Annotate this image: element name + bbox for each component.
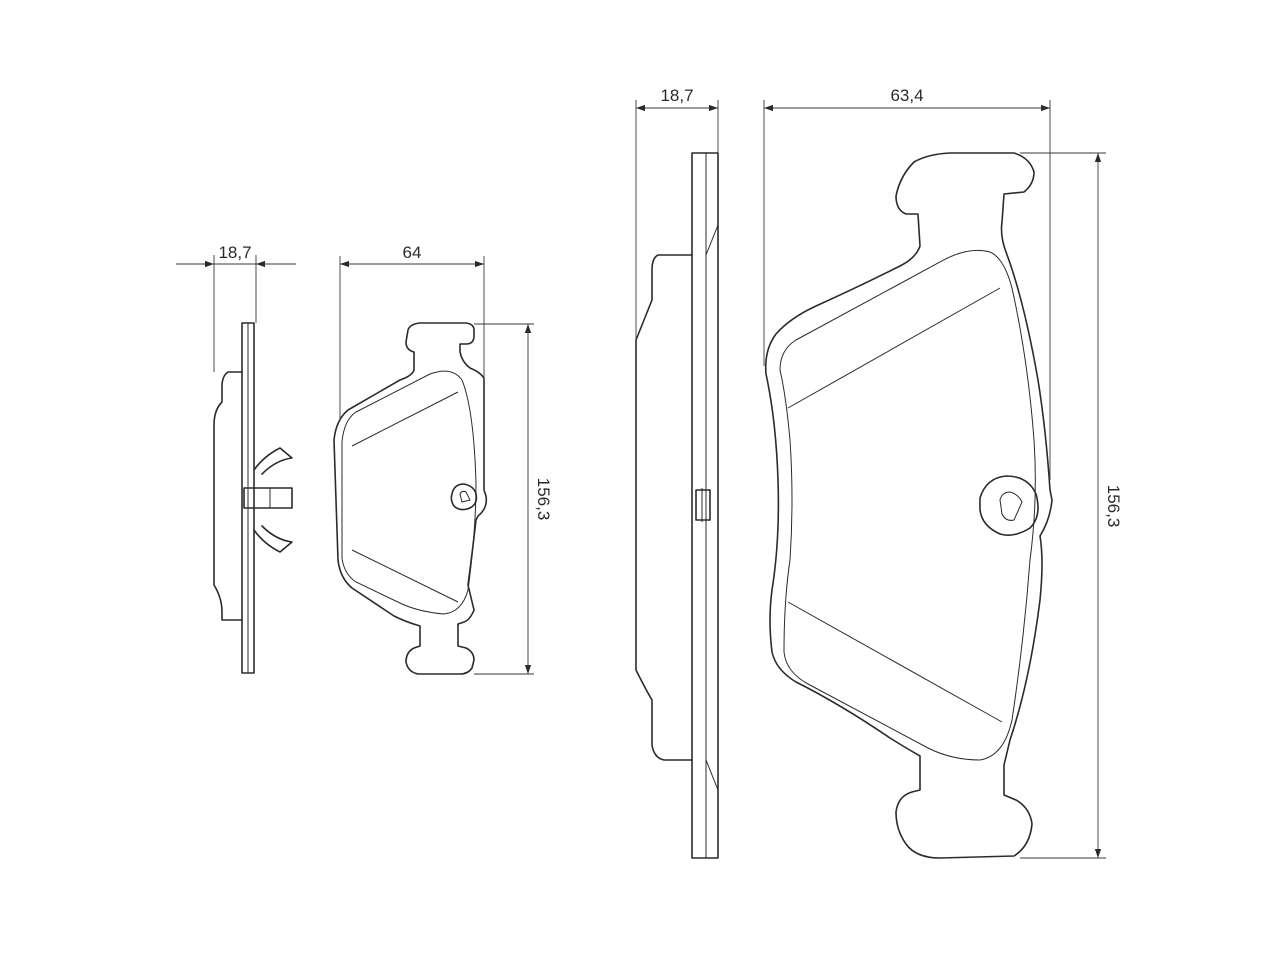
large-pad-thickness-label: 18,7 (660, 86, 693, 105)
large-pad-width-label: 63,4 (890, 86, 923, 105)
small-pad-height-dimension: 156,3 (474, 323, 553, 675)
large-pad-height-label: 156,3 (1104, 485, 1123, 528)
large-pad-height-dimension: 156,3 (1020, 152, 1123, 859)
small-pad-height-label: 156,3 (534, 478, 553, 521)
large-pad-width-dimension: 63,4 (763, 86, 1051, 480)
small-pad-thickness-dimension: 18,7 (176, 243, 296, 372)
small-pad-width-dimension: 64 (339, 243, 485, 420)
large-pad-side-view (635, 152, 719, 859)
small-pad-side-view (213, 322, 293, 674)
small-pad-thickness-label: 18,7 (218, 243, 251, 262)
small-pad-width-label: 64 (403, 243, 422, 262)
small-pad-front-view (333, 322, 488, 675)
large-pad-thickness-dimension: 18,7 (635, 86, 719, 340)
large-pad-front-view (764, 152, 1053, 859)
